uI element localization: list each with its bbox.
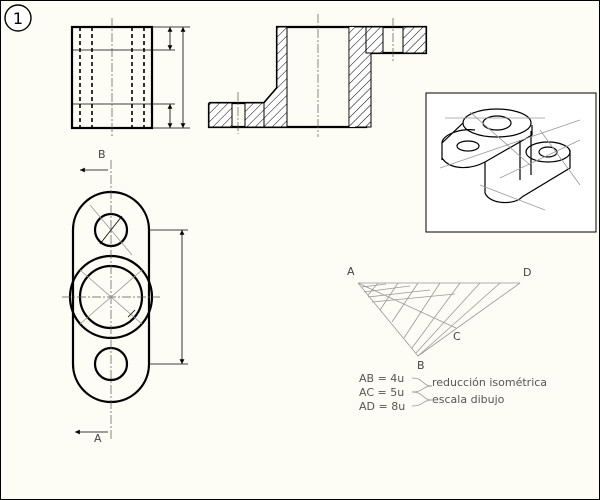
point-b-label: B bbox=[417, 359, 425, 372]
section-view bbox=[207, 14, 428, 137]
note-ad: AD = 8u bbox=[359, 400, 405, 413]
side-view bbox=[70, 18, 190, 136]
point-c-label: C bbox=[453, 330, 461, 343]
note-reduccion: reducción isométrica bbox=[432, 376, 547, 389]
scale-notes: AB = 4u AC = 5u AD = 8u reducción isomét… bbox=[359, 372, 547, 413]
note-escala: escala dibujo bbox=[432, 393, 505, 406]
isometric-reduction-diagram: A D C B bbox=[347, 265, 531, 372]
section-label-bottom: A bbox=[94, 432, 102, 445]
isometric-view bbox=[425, 92, 597, 233]
note-ac: AC = 5u bbox=[359, 386, 404, 399]
sheet-number: 1 bbox=[13, 9, 23, 28]
point-a-label: A bbox=[347, 265, 355, 278]
sheet-number-badge: 1 bbox=[4, 4, 32, 32]
section-label-top: B bbox=[98, 148, 106, 161]
plan-view: B A bbox=[62, 148, 188, 445]
note-ab: AB = 4u bbox=[359, 372, 404, 385]
point-d-label: D bbox=[523, 266, 531, 279]
